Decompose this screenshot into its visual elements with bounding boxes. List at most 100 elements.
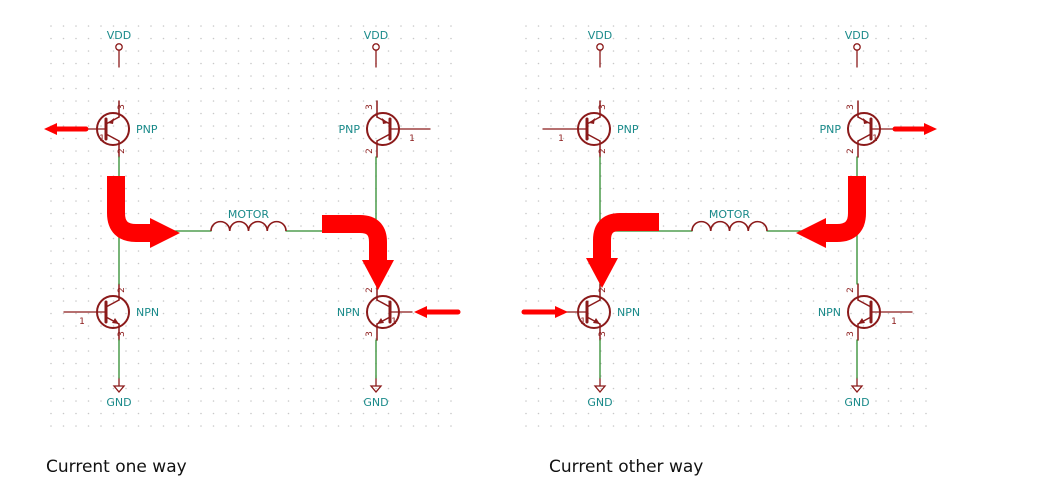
- right-arrow-out: [892, 123, 937, 135]
- left-motor-coil: [210, 220, 287, 232]
- right-pnp-a-emitter-arrow: [589, 118, 595, 124]
- left-npn-b-pin-base: 1: [391, 317, 397, 327]
- right-flow-arrow-b-head: [586, 258, 618, 288]
- caption-left: Current one way: [46, 457, 187, 477]
- right-pnp-a: 3 2 1 PNP: [542, 100, 639, 158]
- right-npn-b-emitter-arrow: [858, 318, 865, 324]
- right-arrow-out-head: [924, 123, 937, 135]
- left-arrow-out-head: [44, 123, 57, 135]
- left-vdd-a: VDD: [107, 29, 131, 68]
- left-gnd-a-symbol: [112, 385, 126, 394]
- right-gnd-a: GND: [587, 377, 613, 409]
- left-npn-a-pin-base: 1: [79, 317, 85, 327]
- right-pnp-b-pin-bottom: 2: [846, 148, 856, 154]
- right-arrow-in-head: [555, 306, 568, 318]
- left-gnd-b: GND: [363, 377, 389, 409]
- left-npn-a-pin-bottom: 3: [117, 331, 127, 337]
- right-npn-b-upper-lead: [857, 299, 872, 308]
- right-npn-a-upper-lead: [586, 299, 601, 308]
- right-vdd-b: VDD: [845, 29, 869, 68]
- right-arrow-in: [521, 306, 568, 318]
- right-npn-a-emitter-arrow: [593, 318, 600, 324]
- left-pnp-a-label: PNP: [136, 123, 158, 136]
- left-arrow-in: [414, 306, 461, 318]
- right-motor-coil: [691, 220, 768, 232]
- left-pnp-a-emitter-arrow: [108, 118, 114, 124]
- right-pnp-a-pin-base: 1: [558, 134, 564, 144]
- left-npn-b-pin-top: 2: [365, 287, 375, 293]
- left-arrow-out: [44, 123, 89, 135]
- right-pnp-b-label: PNP: [820, 123, 842, 136]
- left-vdd-b-terminal: [372, 43, 380, 51]
- right-pnp-a-lower-lead: [586, 133, 601, 142]
- right-gnd-b-label: GND: [844, 396, 869, 409]
- left-flow-arrow-b: [322, 215, 394, 290]
- right-flow-arrow-b: [586, 213, 659, 288]
- left-motor: MOTOR: [210, 208, 287, 232]
- left-pnp-b-label: PNP: [339, 123, 361, 136]
- right-flow-arrow-a: [796, 176, 866, 248]
- right-npn-b: 2 3 1 NPN: [818, 283, 913, 341]
- right-vdd-b-label: VDD: [845, 29, 869, 42]
- right-vdd-a-label: VDD: [588, 29, 612, 42]
- left-gnd-b-label: GND: [363, 396, 388, 409]
- right-pnp-b-lower-lead: [857, 133, 872, 142]
- caption-right: Current other way: [549, 457, 704, 477]
- right-npn-a-label: NPN: [617, 306, 640, 319]
- right-npn-b-label: NPN: [818, 306, 841, 319]
- right-gnd-a-label: GND: [587, 396, 612, 409]
- right-npn-b-pin-base: 1: [891, 317, 897, 327]
- left-npn-a-upper-lead: [105, 299, 120, 308]
- right-flow-arrow-a-body: [823, 176, 866, 242]
- left-motor-label: MOTOR: [228, 208, 270, 221]
- right-npn-a-pin-top: 2: [598, 287, 608, 293]
- right-motor: MOTOR: [691, 208, 768, 232]
- right-vdd-a-terminal: [596, 43, 604, 51]
- left-pnp-b-pin-base: 1: [409, 134, 415, 144]
- left-flow-arrow-b-head: [362, 260, 394, 290]
- right-pnp-b-pin-top: 3: [846, 104, 856, 110]
- left-pnp-a: 3 2 1 PNP: [83, 100, 158, 158]
- left-npn-b-label: NPN: [337, 306, 360, 319]
- right-vdd-a: VDD: [588, 29, 612, 68]
- right-vdd-b-terminal: [853, 43, 861, 51]
- right-pnp-b: 3 2 1 PNP: [820, 100, 894, 158]
- left-arrow-in-head: [414, 306, 427, 318]
- right-flow-arrow-b-body: [593, 213, 659, 260]
- right-pnp-b-emitter-arrow: [863, 118, 869, 124]
- right-flow-arrow-a-head: [796, 218, 826, 248]
- right-motor-label: MOTOR: [709, 208, 751, 221]
- right-pnp-a-label: PNP: [617, 123, 639, 136]
- left-flow-arrow-b-body: [322, 215, 387, 262]
- left-pnp-a-pin-top: 3: [117, 104, 127, 110]
- left-gnd-b-symbol: [369, 385, 383, 394]
- left-pnp-a-pin-base: 1: [99, 134, 105, 144]
- left-vdd-b: VDD: [364, 29, 388, 68]
- right-gnd-b: GND: [844, 377, 870, 409]
- left-flow-arrow-a: [107, 176, 180, 248]
- grid-left: [40, 20, 452, 435]
- left-pnp-b-lower-lead: [376, 133, 391, 142]
- left-npn-b: 2 3 1 NPN: [337, 283, 413, 341]
- right-npn-b-pin-bottom: 3: [846, 331, 856, 337]
- right-pnp-a-pin-bottom: 2: [598, 148, 608, 154]
- left-vdd-a-terminal: [115, 43, 123, 51]
- left-flow-arrow-a-head: [150, 218, 180, 248]
- left-vdd-b-label: VDD: [364, 29, 388, 42]
- left-pnp-b-pin-bottom: 2: [365, 148, 375, 154]
- right-gnd-b-symbol: [850, 385, 864, 394]
- left-npn-a-emitter-arrow: [112, 318, 119, 324]
- left-pnp-a-pin-bottom: 2: [117, 148, 127, 154]
- right-npn-b-pin-top: 2: [846, 287, 856, 293]
- right-pnp-a-pin-top: 3: [598, 104, 608, 110]
- right-npn-a-pin-base: 1: [580, 317, 586, 327]
- left-pnp-a-lower-lead: [105, 133, 120, 142]
- right-gnd-a-symbol: [593, 385, 607, 394]
- left-npn-b-pin-bottom: 3: [365, 331, 375, 337]
- right-pnp-b-pin-base: 1: [872, 134, 878, 144]
- left-vdd-a-label: VDD: [107, 29, 131, 42]
